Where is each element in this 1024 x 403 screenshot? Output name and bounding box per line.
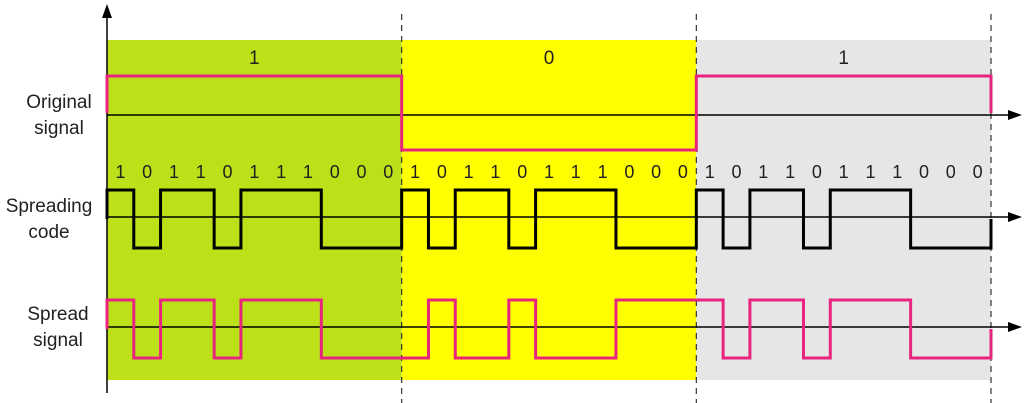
chip-label: 0 xyxy=(624,162,634,182)
chip-label: 0 xyxy=(732,162,742,182)
chip-label: 0 xyxy=(142,162,152,182)
chip-label: 0 xyxy=(651,162,661,182)
time-axis-original-arrow-icon xyxy=(1008,110,1022,120)
bit-region-1 xyxy=(107,40,402,380)
spread-signal-waveform xyxy=(105,298,993,360)
chip-label: 1 xyxy=(196,162,206,182)
chip-label: 0 xyxy=(223,162,233,182)
bit-region-2 xyxy=(401,40,697,380)
chip-label: 0 xyxy=(437,162,447,182)
chip-label: 1 xyxy=(705,162,715,182)
chip-label: 0 xyxy=(919,162,929,182)
bit-label-3: 1 xyxy=(838,48,849,69)
chip-label: 1 xyxy=(839,162,849,182)
chip-label: 1 xyxy=(865,162,875,182)
original-signal-waveform xyxy=(105,74,993,152)
chip-label: 1 xyxy=(490,162,500,182)
bit-region-3 xyxy=(696,40,991,380)
chip-label: 1 xyxy=(571,162,581,182)
chip-label: 1 xyxy=(115,162,125,182)
chip-label: 0 xyxy=(812,162,822,182)
bit-label-1: 1 xyxy=(249,48,260,69)
chip-label: 1 xyxy=(544,162,554,182)
chip-label: 1 xyxy=(892,162,902,182)
chip-label: 1 xyxy=(410,162,420,182)
spreading-code-label-line1: Spreading xyxy=(6,196,93,217)
chip-label: 1 xyxy=(169,162,179,182)
chip-label: 0 xyxy=(973,162,983,182)
chip-label: 0 xyxy=(356,162,366,182)
chip-label: 1 xyxy=(598,162,608,182)
chip-label: 0 xyxy=(678,162,688,182)
chip-label: 0 xyxy=(330,162,340,182)
bit-regions xyxy=(107,40,991,380)
spreading-code-waveform xyxy=(105,188,993,250)
chip-label: 0 xyxy=(383,162,393,182)
spread-signal-label-line2: signal xyxy=(33,330,83,351)
chip-label: 0 xyxy=(517,162,527,182)
chip-label: 1 xyxy=(276,162,286,182)
chip-label: 0 xyxy=(946,162,956,182)
time-axis-spreading-arrow-icon xyxy=(1008,212,1022,222)
spread-signal-label-line1: Spread xyxy=(27,304,88,325)
time-axis-spread-arrow-icon xyxy=(1008,322,1022,332)
chip-label: 1 xyxy=(303,162,313,182)
chip-label: 1 xyxy=(785,162,795,182)
bit-label-2: 0 xyxy=(544,48,555,69)
vertical-axis-arrow-icon xyxy=(102,4,112,18)
chip-label: 1 xyxy=(464,162,474,182)
original-signal-label-line1: Original xyxy=(26,92,91,113)
chip-label: 1 xyxy=(249,162,259,182)
original-signal-label-line2: signal xyxy=(34,118,84,139)
bit-labels: 1 0 1 xyxy=(249,48,849,69)
chip-label: 1 xyxy=(758,162,768,182)
spreading-code-label-line2: code xyxy=(28,222,69,243)
